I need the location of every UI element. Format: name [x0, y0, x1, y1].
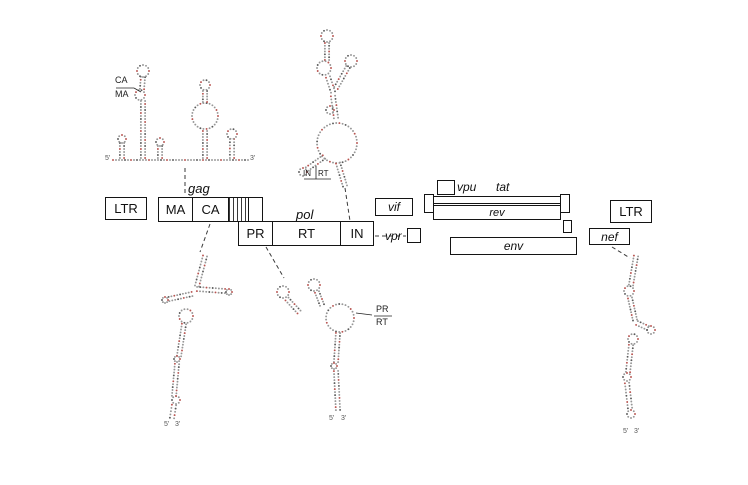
gag-hatched-region	[228, 197, 249, 222]
pr-box: PR	[238, 221, 273, 246]
s5-five-prime: 5'	[623, 428, 629, 435]
rna-structure-pol-center	[298, 29, 358, 188]
ca-box: CA	[191, 197, 230, 222]
s4-three-prime: 3'	[341, 415, 347, 422]
pol-gene-label: pol	[296, 207, 314, 222]
s1-three-prime: 3'	[250, 155, 256, 162]
ltr-right-box: LTR	[610, 200, 652, 223]
rna-structure-gag-ca	[161, 254, 233, 420]
s1-five-prime: 5'	[105, 155, 111, 162]
vpu-box	[437, 180, 455, 195]
s4-five-prime: 5'	[329, 415, 335, 422]
vpr-box	[407, 228, 421, 243]
rna-structure-pr-rt	[276, 278, 355, 412]
rt-box: RT	[271, 221, 342, 246]
tat-bar	[433, 196, 561, 204]
s3-five-prime: 5'	[164, 421, 170, 428]
gag-gene-label: gag	[188, 181, 210, 196]
dashed-connector-lines	[184, 168, 631, 279]
env-box: env	[450, 237, 577, 255]
rev-bar: rev	[433, 205, 561, 220]
structure-rt2-label: RT	[376, 317, 388, 327]
nef-label: nef	[601, 229, 618, 244]
rev-label: rev	[489, 206, 505, 219]
ltr-left-label: LTR	[114, 201, 138, 216]
env-label: env	[503, 239, 524, 253]
ma-box: MA	[158, 197, 193, 222]
rna-structure-nef	[622, 254, 656, 419]
structure-pr-label: PR	[376, 304, 389, 314]
structure-ma-label: MA	[115, 89, 129, 99]
in-box: IN	[340, 221, 374, 246]
ma-label: MA	[165, 202, 186, 217]
in-label: IN	[350, 226, 364, 241]
rna-structure-gag-leader	[112, 64, 249, 161]
vif-box: vif	[375, 198, 413, 216]
annotation-tick-lines	[116, 87, 392, 317]
structure-ca-label: CA	[115, 75, 128, 85]
structure-rt-label: RT	[318, 169, 329, 178]
ltr-left-box: LTR	[105, 197, 147, 220]
tat-label: tat	[496, 180, 510, 194]
rev-exon2-box	[563, 220, 572, 233]
tat-exon2-box	[560, 194, 570, 213]
ca-label: CA	[201, 202, 220, 217]
structure-in-label: IN	[303, 169, 311, 178]
s5-three-prime: 3'	[634, 428, 640, 435]
nef-box: nef	[589, 228, 630, 245]
ltr-right-label: LTR	[619, 204, 643, 219]
gag-tail-region	[247, 197, 263, 222]
vpu-label: vpu	[457, 180, 477, 194]
s3-three-prime: 3'	[175, 421, 181, 428]
vpr-label: vpr	[385, 229, 402, 243]
pr-label: PR	[246, 226, 265, 241]
rt-label: RT	[297, 226, 316, 241]
vif-label: vif	[388, 200, 400, 214]
